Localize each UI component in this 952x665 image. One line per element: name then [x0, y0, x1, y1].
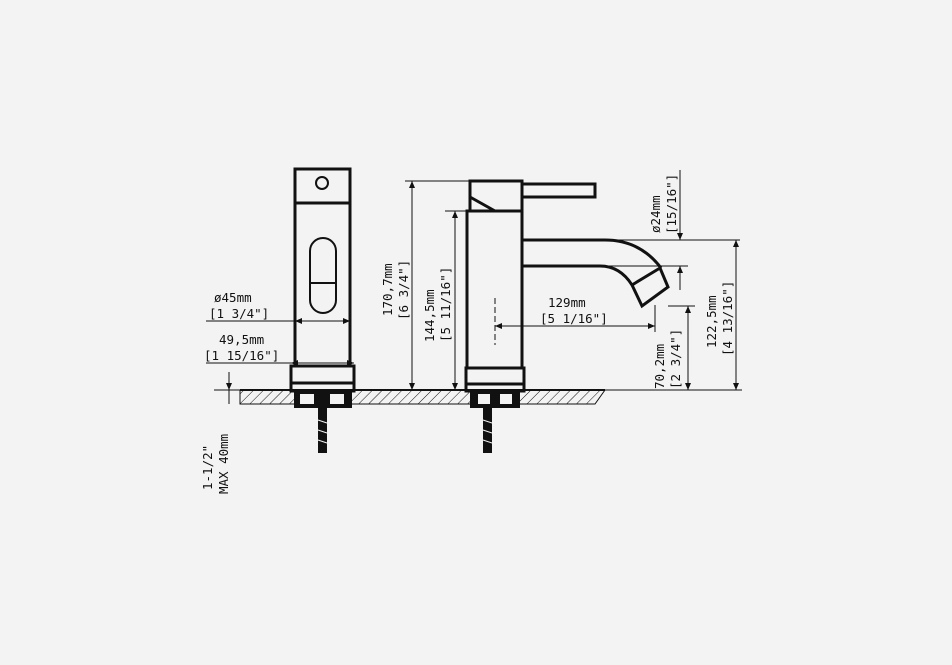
overall-height-mm: 170,7mm: [380, 263, 395, 316]
body-diameter-mm: ø45mm: [214, 290, 252, 305]
spout-height-mm: 122,5mm: [704, 295, 719, 348]
faucet-side-view: [289, 167, 356, 453]
spout-diameter-in: [15/16"]: [664, 174, 679, 234]
outlet-height-mm: 70,2mm: [652, 344, 667, 389]
body-height-mm: 144,5mm: [422, 289, 437, 342]
spout-reach-mm: 129mm: [548, 295, 586, 310]
spout-reach-in: [5 1/16"]: [540, 311, 608, 326]
outlet-height-in: [2 3/4"]: [668, 329, 683, 389]
max-deck-label: MAX 40mm: [216, 434, 231, 494]
dimension-labels: ø45mm [1 3/4"] 49,5mm [1 15/16"] 1-1/2" …: [200, 174, 735, 494]
dimension-lines: [206, 170, 742, 404]
faucet-front-view: [464, 179, 670, 453]
base-diameter-in: [1 15/16"]: [204, 348, 279, 363]
body-height-in: [5 11/16"]: [438, 267, 453, 342]
spout-diameter-mm: ø24mm: [648, 195, 663, 233]
mounting-hole-label: 1-1/2": [200, 445, 215, 490]
base-diameter-mm: 49,5mm: [219, 332, 264, 347]
spout-height-in: [4 13/16"]: [720, 281, 735, 356]
body-diameter-in: [1 3/4"]: [209, 306, 269, 321]
overall-height-in: [6 3/4"]: [396, 260, 411, 320]
